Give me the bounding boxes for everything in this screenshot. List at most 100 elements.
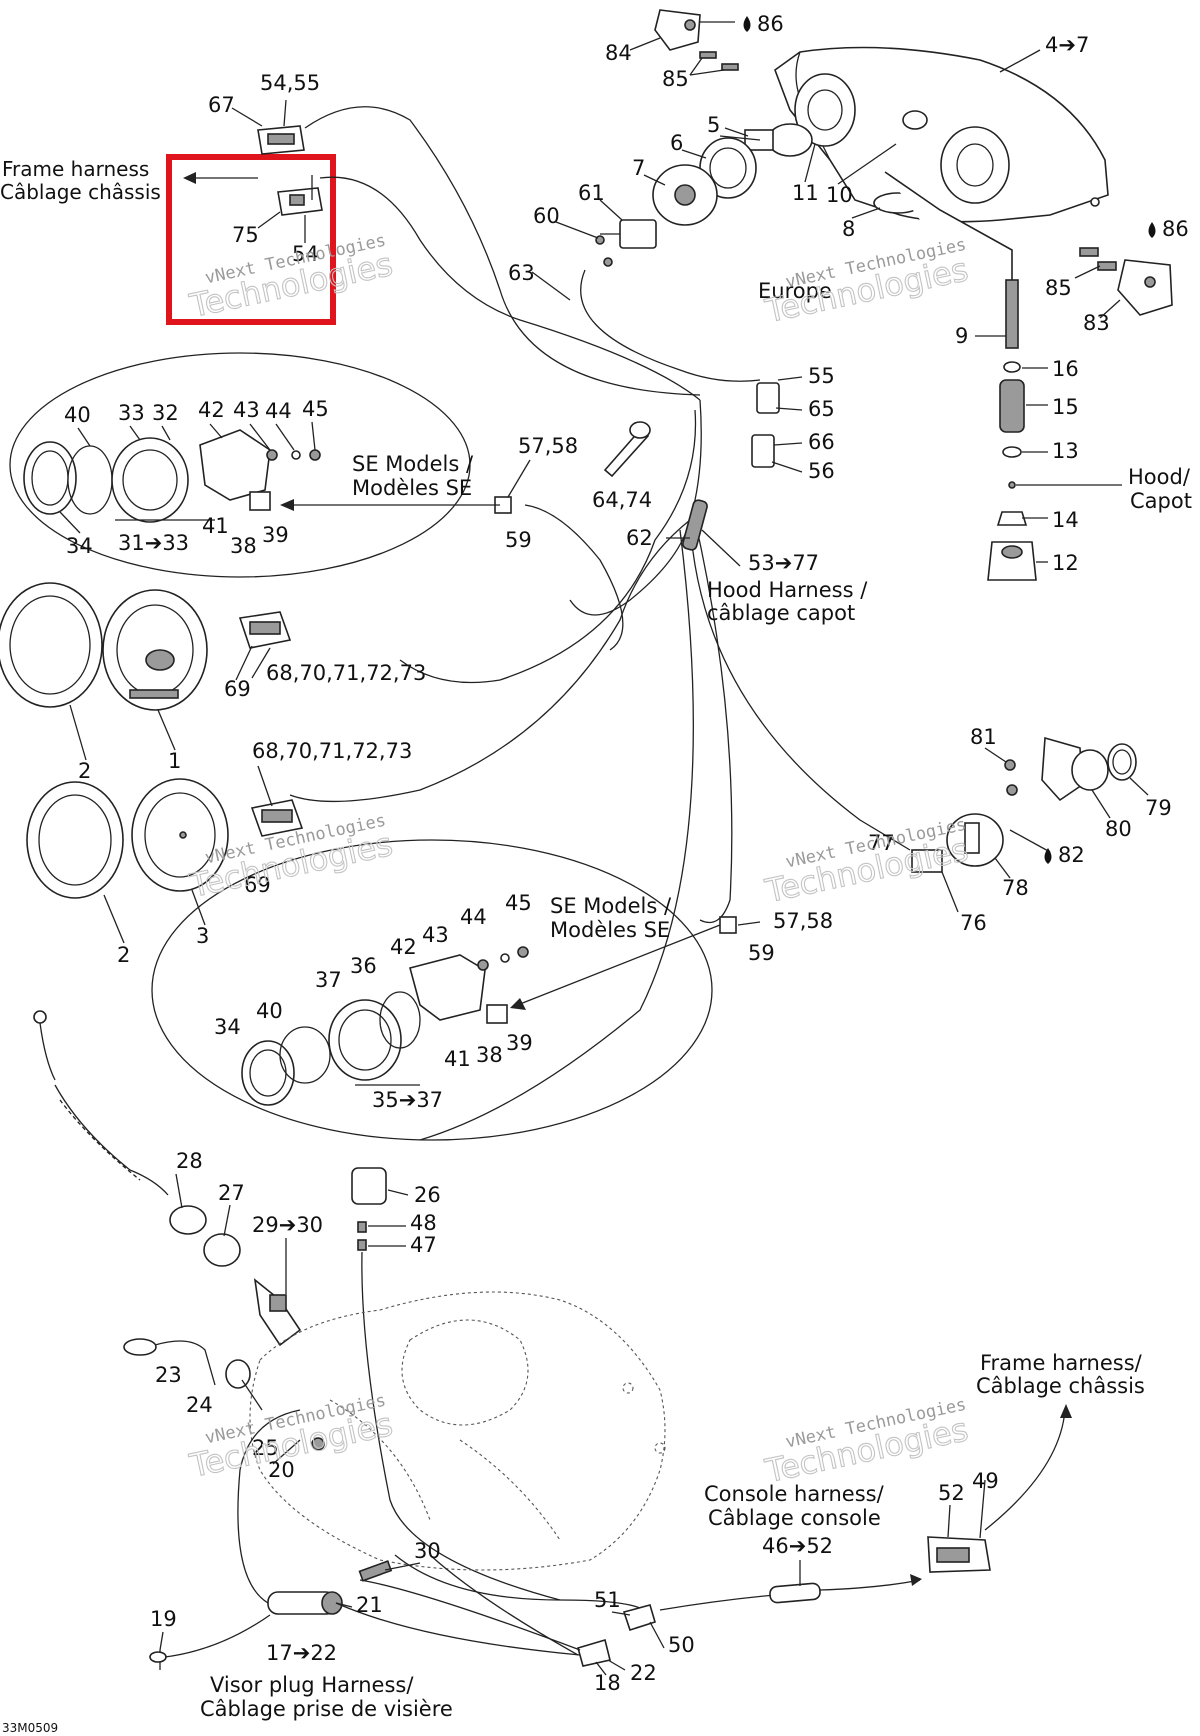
label-19: 19: [150, 1607, 177, 1631]
oil-drop-icons: [743, 16, 1156, 864]
label-41b: 41: [444, 1047, 471, 1071]
label-20: 20: [268, 1458, 295, 1482]
connector-68: [238, 611, 304, 837]
tie-64: [603, 421, 651, 478]
key-23: [123, 1338, 325, 1451]
label-34a: 34: [66, 534, 93, 558]
label-43b: 43: [422, 923, 449, 947]
label-5758a: 57,58: [518, 434, 578, 458]
console-body-dashed: [249, 1291, 666, 1571]
label-se2-fr: Modèles SE: [550, 918, 670, 942]
visor-plug-21: [149, 1409, 581, 1670]
label-hood-fr: Capot: [1130, 489, 1192, 513]
oil-drop-icon: [743, 16, 751, 32]
label-39b: 39: [506, 1031, 533, 1055]
label-45a: 45: [302, 397, 329, 421]
label-80: 80: [1105, 817, 1132, 841]
label-86b-num: 86: [1162, 217, 1189, 241]
label-32: 32: [152, 401, 179, 425]
label-34b: 34: [214, 1015, 241, 1039]
label-81: 81: [970, 725, 997, 749]
label-85b: 85: [1045, 276, 1072, 300]
label-2b: 2: [117, 943, 130, 967]
label-2a: 2: [78, 759, 91, 783]
label-63: 63: [508, 261, 535, 285]
drawing-code: 33M0509: [2, 1721, 58, 1735]
label-44b: 44: [460, 905, 487, 929]
connector-75: [277, 175, 323, 216]
leader-lines: [59, 37, 1149, 1676]
label-25: 25: [252, 1436, 279, 1460]
label-console-fr: Câblage console: [708, 1506, 881, 1530]
screw-85a: [689, 51, 739, 76]
label-hoodh-en: Hood Harness /: [707, 578, 868, 602]
spring-15: [987, 361, 1037, 581]
label-62: 62: [626, 526, 653, 550]
label-3: 3: [196, 924, 209, 948]
tether-cord: [33, 1010, 169, 1196]
label-16: 16: [1052, 357, 1079, 381]
label-46to52: 46➔52: [762, 1534, 833, 1558]
label-44a: 44: [265, 399, 292, 423]
frame-harness-arrow-head: [183, 172, 196, 184]
label-42b: 42: [390, 935, 417, 959]
label-86a-num: 86: [757, 12, 784, 36]
label-83: 83: [1083, 311, 1110, 335]
label-6873b: 68,70,71,72,73: [252, 739, 412, 763]
label-38a: 38: [230, 534, 257, 558]
se-bottom-arrow-line: [514, 924, 721, 1007]
label-5758b: 57,58: [773, 909, 833, 933]
label-55: 55: [808, 364, 835, 388]
label-38b: 38: [476, 1043, 503, 1067]
hood-harness-wires: [289, 106, 911, 1141]
label-35to37: 35➔37: [372, 1088, 443, 1112]
sender-78: [911, 736, 1137, 873]
label-12: 12: [1052, 551, 1079, 575]
label-4to7: 4➔7: [1045, 33, 1089, 57]
label-40b: 40: [256, 999, 283, 1023]
label-se1-en: SE Models /: [352, 452, 474, 476]
label-5455: 54,55: [260, 71, 320, 95]
label-47: 47: [410, 1233, 437, 1257]
bracket-83: [1079, 247, 1173, 316]
connector-61: [595, 219, 657, 267]
bracket-84: [654, 9, 735, 51]
label-23: 23: [155, 1363, 182, 1387]
label-9: 9: [955, 324, 968, 348]
label-6: 6: [670, 131, 683, 155]
label-21: 21: [356, 1593, 383, 1617]
label-52: 52: [938, 1481, 965, 1505]
label-36: 36: [350, 954, 377, 978]
label-15: 15: [1052, 395, 1079, 419]
label-hood-en: Hood/: [1128, 465, 1191, 489]
label-1: 1: [168, 749, 181, 773]
gauge-assembly-top: [23, 429, 321, 523]
label-visor-fr: Câblage prise de visière: [200, 1697, 453, 1721]
oil-drop-icon: [1044, 848, 1052, 864]
label-33a: 33: [118, 401, 145, 425]
label-frame-fr: Câblage châssis: [0, 180, 161, 204]
label-8: 8: [842, 217, 855, 241]
label-56: 56: [808, 459, 835, 483]
gauge-assembly-bottom: [241, 946, 529, 1106]
label-24: 24: [186, 1393, 213, 1417]
label-45b: 45: [505, 891, 532, 915]
label-43a: 43: [233, 398, 260, 422]
connector-30: [358, 1560, 393, 1582]
label-59a: 59: [505, 528, 532, 552]
label-18: 18: [594, 1671, 621, 1695]
label-69a: 69: [224, 677, 251, 701]
label-31to33: 31➔33: [118, 531, 189, 555]
label-30: 30: [414, 1539, 441, 1563]
connector-55: [751, 382, 780, 468]
label-75: 75: [232, 223, 259, 247]
label-europe: Europe: [758, 279, 832, 303]
label-frame2-fr: Câblage châssis: [976, 1374, 1145, 1398]
oil-drop-icon: [1148, 222, 1156, 238]
lamp-26: [351, 1167, 561, 1601]
label-13: 13: [1052, 439, 1079, 463]
label-17to22: 17➔22: [266, 1641, 337, 1665]
label-se2-en: SE Models /: [550, 894, 672, 918]
